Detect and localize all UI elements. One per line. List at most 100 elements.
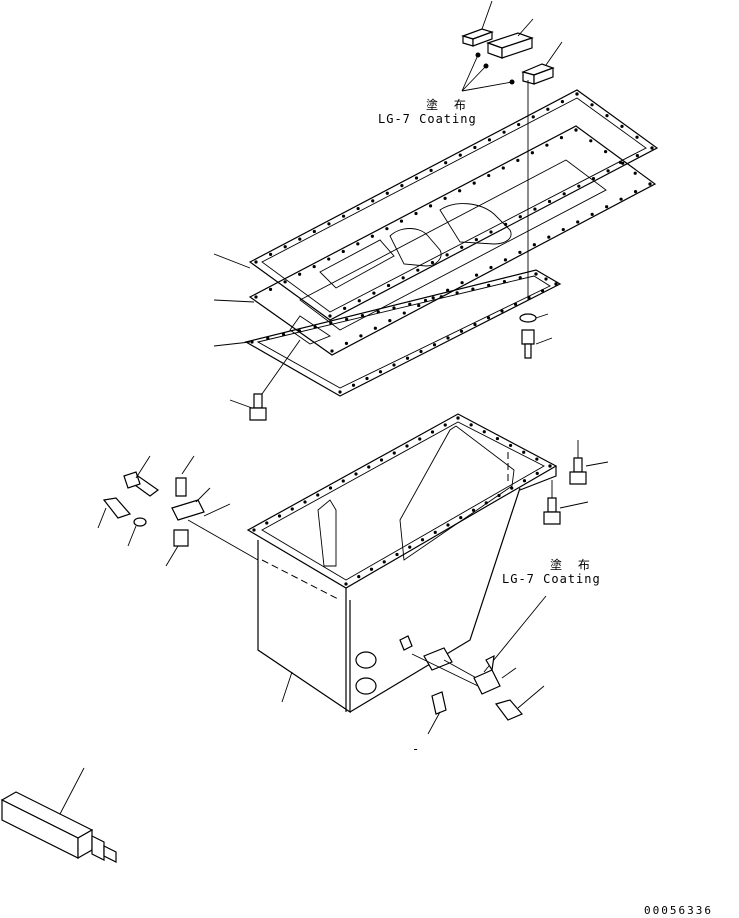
rim-hole (378, 370, 383, 374)
rim-hole (379, 458, 384, 462)
rim-hole (369, 567, 374, 571)
rim-hole (501, 166, 505, 170)
rim-hole (518, 250, 522, 254)
rim-hole (487, 138, 492, 142)
rim-hole (548, 464, 552, 468)
rim-hole (439, 295, 443, 299)
rim-hole (577, 184, 581, 188)
rim-hole (446, 336, 450, 340)
left-fittings (97, 455, 259, 567)
figure-number: 00056336 (644, 904, 713, 917)
left-bolt (229, 339, 301, 421)
rim-hole (522, 479, 527, 483)
rim-hole (633, 171, 637, 175)
rim-hole (254, 260, 258, 264)
rim-hole (489, 265, 493, 270)
rim-hole (590, 212, 594, 216)
rim-hole (540, 289, 545, 293)
rim-hole (574, 128, 578, 132)
rim-hole (559, 135, 564, 140)
rim-hole (290, 507, 294, 511)
rim-hole (561, 227, 565, 232)
rim-hole (338, 390, 342, 394)
rim-hole (518, 215, 522, 219)
coating-top-en: LG-7 Coating (378, 112, 477, 126)
rim-hole (328, 486, 333, 490)
rim-hole (408, 545, 412, 549)
rim-hole (522, 450, 526, 454)
rim-hole (298, 237, 302, 241)
rim-hole (430, 430, 435, 434)
rim-hole (513, 302, 518, 306)
rim-hole (356, 242, 360, 246)
rim-hole (392, 306, 396, 310)
rim-hole (344, 341, 349, 346)
rim-hole (575, 92, 579, 96)
rim-hole (517, 122, 521, 127)
rim-hole (416, 268, 420, 272)
rim-hole (388, 319, 392, 323)
rim-hole (508, 443, 513, 448)
rim-hole (576, 220, 580, 224)
rim-hole (268, 252, 273, 256)
rim-hole (455, 291, 459, 295)
rim-hole (474, 273, 479, 277)
rim-hole (341, 479, 345, 483)
rim-hole (316, 493, 320, 497)
rim-hole (546, 107, 550, 111)
rim-hole (518, 276, 522, 280)
rim-hole (459, 516, 463, 520)
rim-hole (312, 229, 316, 234)
rim-hole (562, 192, 566, 196)
rim-hole (376, 310, 380, 314)
rim-hole (618, 160, 623, 164)
rim-hole (516, 158, 520, 162)
rim-hole (359, 334, 363, 338)
rim-hole (487, 173, 491, 178)
rim-hole (327, 257, 331, 261)
rim-hole (351, 383, 356, 387)
rim-hole (268, 287, 273, 292)
rim-hole (487, 283, 491, 287)
rim-hole (458, 189, 462, 193)
rim-hole (473, 322, 477, 327)
rim-hole (344, 582, 348, 586)
coating-top-jp: 塗 布 (426, 98, 472, 112)
rim-hole (265, 521, 269, 525)
rim-hole (283, 280, 287, 284)
rim-hole (605, 114, 609, 118)
rim-hole (544, 277, 548, 281)
drain-fittings (411, 595, 547, 735)
rim-hole (367, 465, 371, 469)
rim-hole (392, 363, 396, 367)
rim-hole (252, 528, 256, 532)
rim-hole (283, 245, 287, 249)
rim-hole (472, 181, 476, 185)
rim-hole (395, 552, 399, 557)
rim-hole (443, 423, 447, 427)
rim-hole (446, 523, 450, 527)
rim-hole (432, 343, 437, 347)
gasket-plates (213, 89, 659, 397)
rim-hole (504, 222, 508, 226)
rim-hole (459, 329, 464, 333)
rim-hole (431, 296, 435, 300)
rim-hole (433, 530, 437, 534)
rim-hole (401, 276, 405, 280)
rim-hole (471, 508, 476, 512)
rim-hole (456, 416, 460, 420)
rim-hole (648, 182, 652, 186)
rim-hole (590, 103, 594, 107)
rim-hole (392, 451, 396, 455)
rim-hole (430, 260, 435, 265)
rim-hole (460, 281, 464, 285)
right-bolt-group (519, 80, 553, 359)
rim-hole (277, 514, 282, 518)
rim-hole (473, 145, 477, 150)
rim-hole (535, 457, 539, 461)
rim-hole (633, 189, 638, 194)
coating-right-jp: 塗 布 (550, 558, 596, 572)
rim-hole (500, 309, 504, 313)
